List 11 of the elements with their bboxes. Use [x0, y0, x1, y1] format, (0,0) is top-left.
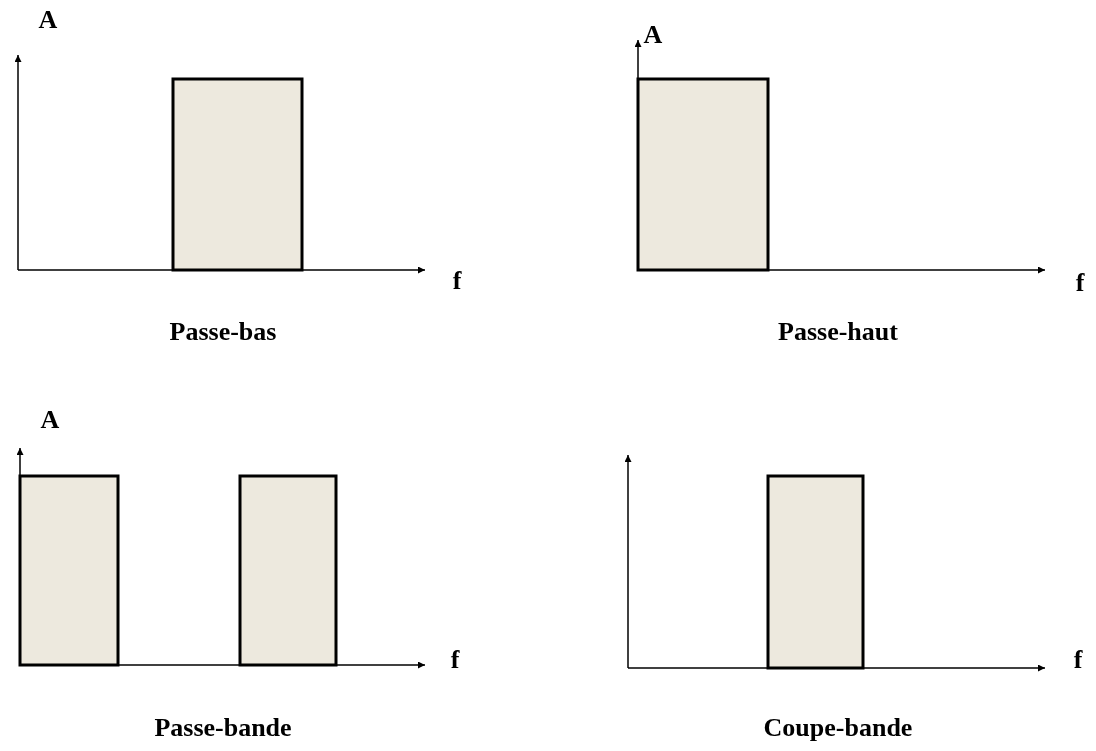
filter-caption: Coupe-bande: [763, 715, 913, 741]
axis-label: f: [450, 647, 460, 673]
axis-label: f: [452, 268, 462, 294]
axis-label: A: [40, 407, 60, 433]
axis-label: A: [643, 22, 663, 48]
axis-label: f: [1073, 647, 1083, 673]
axis-label: f: [1075, 270, 1085, 296]
filter-caption: Passe-bande: [154, 715, 292, 741]
filter-caption: Passe-haut: [778, 319, 898, 345]
filter-caption: Passe-bas: [169, 319, 277, 345]
axis-label: A: [38, 7, 58, 33]
